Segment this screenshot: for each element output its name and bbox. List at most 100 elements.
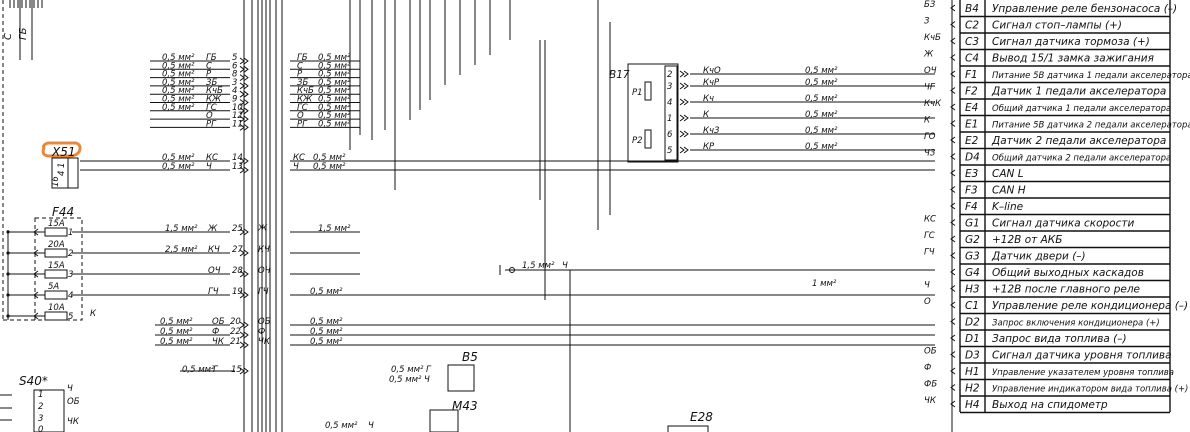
b17-code: Кч <box>703 94 714 104</box>
b17-wire-size: 0,5 мм² <box>805 78 838 88</box>
fuse-rating: 15A <box>48 261 65 271</box>
s40-pin-1: 1 <box>38 390 43 400</box>
connector-arrow-right <box>239 74 249 81</box>
connector-pin-desc: Управление указателем уровня топлива <box>992 368 1174 378</box>
connector-arrow-right <box>239 228 249 236</box>
left-top-label-c: С <box>3 33 14 40</box>
harness-wire-size-right: 0,5 мм² <box>318 111 351 121</box>
connector-arrow-left <box>33 228 39 236</box>
connector-arrow-right <box>239 107 249 115</box>
b17-wire-size: 0,5 мм² <box>805 94 838 104</box>
bottom-pin: 20 <box>230 317 241 327</box>
g15-code: Г <box>213 365 219 375</box>
b5-code-g: Г <box>426 365 432 375</box>
connector-pin-id: C2 <box>965 20 979 32</box>
mid-wire-code: Ч <box>562 261 568 271</box>
ks-code-left: КС <box>206 153 218 163</box>
f44-label: F44 <box>52 205 74 219</box>
b17-pin: 2 <box>667 70 672 80</box>
connector-pin-desc: Сигнал датчика тормоза (+) <box>992 36 1150 48</box>
b17-code: КчР <box>703 78 720 88</box>
bottom-code-left: ОБ <box>212 317 225 327</box>
fuse-out-pin: 27 <box>232 245 243 255</box>
connector-pin-id: E3 <box>965 168 978 180</box>
ecu-wire-code: ГС <box>924 231 935 241</box>
harness-wire-size-right: 0,5 мм² <box>318 86 351 96</box>
harness-wire-size-left: 0,5 мм² <box>162 61 195 71</box>
fuse-pin: 4 <box>68 291 73 301</box>
s40-pin-0: 0 <box>38 425 43 432</box>
ecu-wire-code: ГЧ <box>924 248 935 258</box>
left-top-label-gb: ГБ <box>18 27 29 40</box>
fuse-out-code: ГЧ <box>208 287 219 297</box>
b17-code: КчО <box>703 66 721 76</box>
connector-pin-desc: Общий датчика 2 педали акселератора <box>992 154 1171 164</box>
connector-pin-id: F1 <box>965 69 978 81</box>
connector-arrow-left <box>950 153 956 160</box>
b17-wire-size: 0,5 мм² <box>805 110 838 120</box>
fuse-rating: 10A <box>48 303 65 313</box>
s40-pin-2: 2 <box>38 402 43 412</box>
connector-pin-id: D2 <box>965 317 980 329</box>
fuse-out-wire-size-right: 0,5 мм² <box>310 287 343 297</box>
harness-wire-size-left: 0,5 мм² <box>162 103 195 113</box>
connector-arrow-right <box>239 115 249 123</box>
connector-arrow-right <box>239 321 249 329</box>
connector-arrow-left <box>950 37 956 45</box>
ks-wire-size-left: 0,5 мм² <box>162 162 195 172</box>
ks-code-right: КС <box>293 153 305 163</box>
harness-wire-size-right: 0,5 мм² <box>318 61 351 71</box>
harness-wire-size-left: 0,5 мм² <box>162 53 195 63</box>
fuse-out-code: ОЧ <box>208 266 221 276</box>
harness-wire-size-left: 0,5 мм² <box>162 70 195 80</box>
fuse-out-code-right: ГЧ <box>258 287 269 297</box>
ecu-wire-code: КС <box>924 215 936 225</box>
connector-pin-id: H2 <box>965 383 980 395</box>
connector-pin-desc: Сигнал стоп–лампы (+) <box>992 20 1122 32</box>
connector-pin-id: E2 <box>965 135 979 147</box>
connector-arrow-left <box>950 351 956 358</box>
connector-pin-id: G2 <box>965 234 980 246</box>
ecu-wire-code: ЧГ <box>924 83 936 93</box>
bottom-wire-size-right: 0,5 мм² <box>310 327 343 337</box>
b17-wire-size: 0,5 мм² <box>805 66 838 76</box>
mid-wire-1mm: 1 мм² <box>812 279 837 289</box>
connector-arrow-left <box>950 136 956 144</box>
bottom-code-right: Ф <box>258 327 265 337</box>
connector-arrow-left <box>950 318 956 325</box>
e28-label: E28 <box>690 410 713 424</box>
bottom-code-left: Ф <box>212 327 219 337</box>
x51-pin-1: 1 <box>57 163 67 168</box>
connector-pin-id: D4 <box>965 152 980 164</box>
s40-pin-3: 3 <box>38 414 43 424</box>
connector-pin-id: C4 <box>965 53 979 65</box>
bottom-wire-size-left: 0,5 мм² <box>160 337 193 347</box>
fuse-pin: 1 <box>68 228 73 238</box>
ecu-wire-code: ЧЗ <box>924 149 936 159</box>
s40-code-chk: ЧК <box>67 417 80 427</box>
bottom-pin: 22 <box>230 327 241 337</box>
harness-code-right: РГ <box>297 119 308 129</box>
connector-arrow-left <box>950 400 956 408</box>
harness-pin: 8 <box>232 70 238 80</box>
connector-pin-desc: Сигнал датчика скорости <box>992 218 1134 230</box>
fuse-pin: 2 <box>68 249 73 259</box>
connector-pin-desc: Общий выходных каскадов <box>992 267 1144 279</box>
connector-pin-desc: Выход на спидометр <box>992 399 1108 411</box>
ks-pin: 14 <box>232 153 243 163</box>
connector-pin-id: H4 <box>965 399 980 411</box>
ecu-wire-code: ОБ <box>924 347 937 357</box>
connector-arrow-left <box>950 202 956 210</box>
connector-arrow-left <box>950 301 956 309</box>
bottom-code-left: ЧК <box>212 337 225 347</box>
harness-code-left: С <box>206 61 212 71</box>
harness-wire-size-right: 0,5 мм² <box>318 78 351 88</box>
ecu-wire-code: З <box>924 17 930 27</box>
connector-arrow-right <box>239 82 249 90</box>
connector-pin-desc: Сигнал датчика уровня топлива <box>992 350 1172 362</box>
connector-pin-desc: CAN L <box>992 168 1024 180</box>
ecu-wire-code: К <box>924 116 931 126</box>
harness-pin: 3 <box>232 78 237 88</box>
